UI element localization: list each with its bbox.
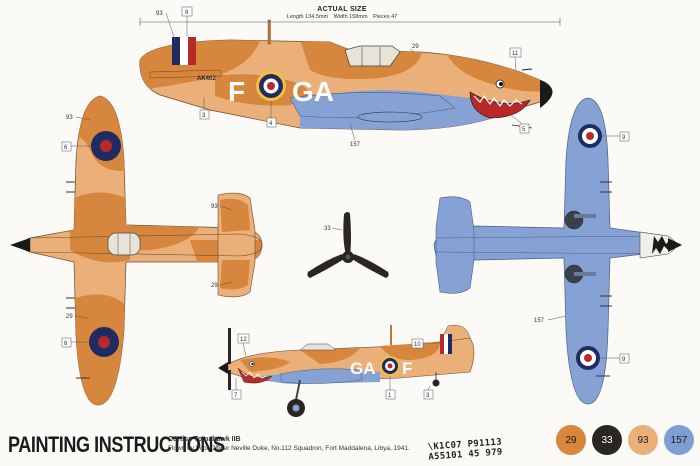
callout-157-side: 157 <box>350 142 361 148</box>
top-wing-roundel-lower <box>89 327 119 357</box>
width-text: Width 158mm <box>333 14 368 20</box>
callout-9-bottom: 9 <box>622 357 626 363</box>
top-wing-roundel-upper <box>91 131 121 161</box>
dimensions-line: Length 134.5mm Width 158mm Pieces 47 <box>262 14 422 20</box>
paint-swatch-93: 93 <box>628 425 658 455</box>
callout-8: 8 <box>185 10 189 16</box>
callout-5: 5 <box>522 127 526 133</box>
shark-mouth <box>469 79 531 119</box>
length-text: Length 134.5mm <box>286 14 329 20</box>
underside-view-callouts: 9 157 9 <box>534 131 630 364</box>
side-view-aircraft: F GA AK402 <box>139 19 553 131</box>
callout-29-tail: 29 <box>211 283 218 289</box>
page-title: PAINTING INSTRUCTIONS <box>8 432 225 457</box>
callout-93-top: 93 <box>66 115 73 121</box>
callout-12: 12 <box>240 337 247 343</box>
under-wing-roundel-upper <box>578 124 602 148</box>
aircraft-caption: Curtiss Tomahawk IIB Flown by Pilot Offi… <box>168 436 410 453</box>
callout-93-side: 93 <box>156 11 163 17</box>
underside-view-aircraft <box>433 97 682 405</box>
side-code-left: F <box>228 76 245 107</box>
small-side-view-aircraft: GA F <box>218 325 475 417</box>
small-code-left: GA <box>350 359 376 378</box>
actual-size-block: ACTUAL SIZE Length 134.5mm Width 158mm P… <box>262 6 422 20</box>
fin-flash <box>172 37 196 65</box>
top-view-callouts: 93 6 93 29 29 6 <box>61 115 233 348</box>
small-code-right: F <box>402 359 412 378</box>
small-side-callouts: 12 7 10 1 3 <box>231 333 440 400</box>
model-name: Curtiss Tomahawk IIB <box>168 436 241 443</box>
callout-1: 1 <box>388 393 392 399</box>
callout-33: 33 <box>324 226 331 232</box>
paint-code-157: 157 <box>670 434 688 446</box>
paint-swatch-33: 33 <box>592 425 622 455</box>
under-wing-roundel-lower <box>576 346 600 370</box>
propeller-diagram: 33 <box>307 212 389 278</box>
dimension-line <box>139 18 561 26</box>
callout-93-tail: 93 <box>211 204 218 210</box>
callout-157-under: 157 <box>534 318 545 324</box>
paint-code-33: 33 <box>601 434 613 446</box>
callout-11: 11 <box>512 51 519 57</box>
side-view-callouts: 93 8 29 11 3 4 5 157 <box>156 6 530 148</box>
callout-3-small: 3 <box>426 393 430 399</box>
pieces-text: Pieces 47 <box>373 14 398 20</box>
callout-7: 7 <box>234 393 238 399</box>
callout-4: 4 <box>269 121 273 127</box>
paint-swatch-157: 157 <box>664 425 694 455</box>
paint-swatches: 29 33 93 157 <box>556 425 694 455</box>
side-code-right: GA <box>292 76 334 107</box>
callout-6-top: 6 <box>64 145 68 151</box>
callout-3-side: 3 <box>202 113 206 119</box>
flown-by-text: Flown by Pilot Officer Neville Duke, No.… <box>168 444 410 452</box>
actual-size-title: ACTUAL SIZE <box>317 6 367 13</box>
paint-code-29: 29 <box>565 434 577 446</box>
serial-number: AK402 <box>197 76 216 82</box>
paint-swatch-29: 29 <box>556 425 586 455</box>
callout-29-wing: 29 <box>66 314 73 320</box>
side-fuselage-roundel <box>256 71 286 101</box>
paint-code-93: 93 <box>637 434 649 446</box>
callout-29-side: 29 <box>412 44 419 50</box>
small-side-roundel <box>380 356 400 376</box>
callout-9-top: 9 <box>622 135 626 141</box>
callout-6-bottom: 6 <box>64 341 68 347</box>
callout-10: 10 <box>414 342 421 348</box>
